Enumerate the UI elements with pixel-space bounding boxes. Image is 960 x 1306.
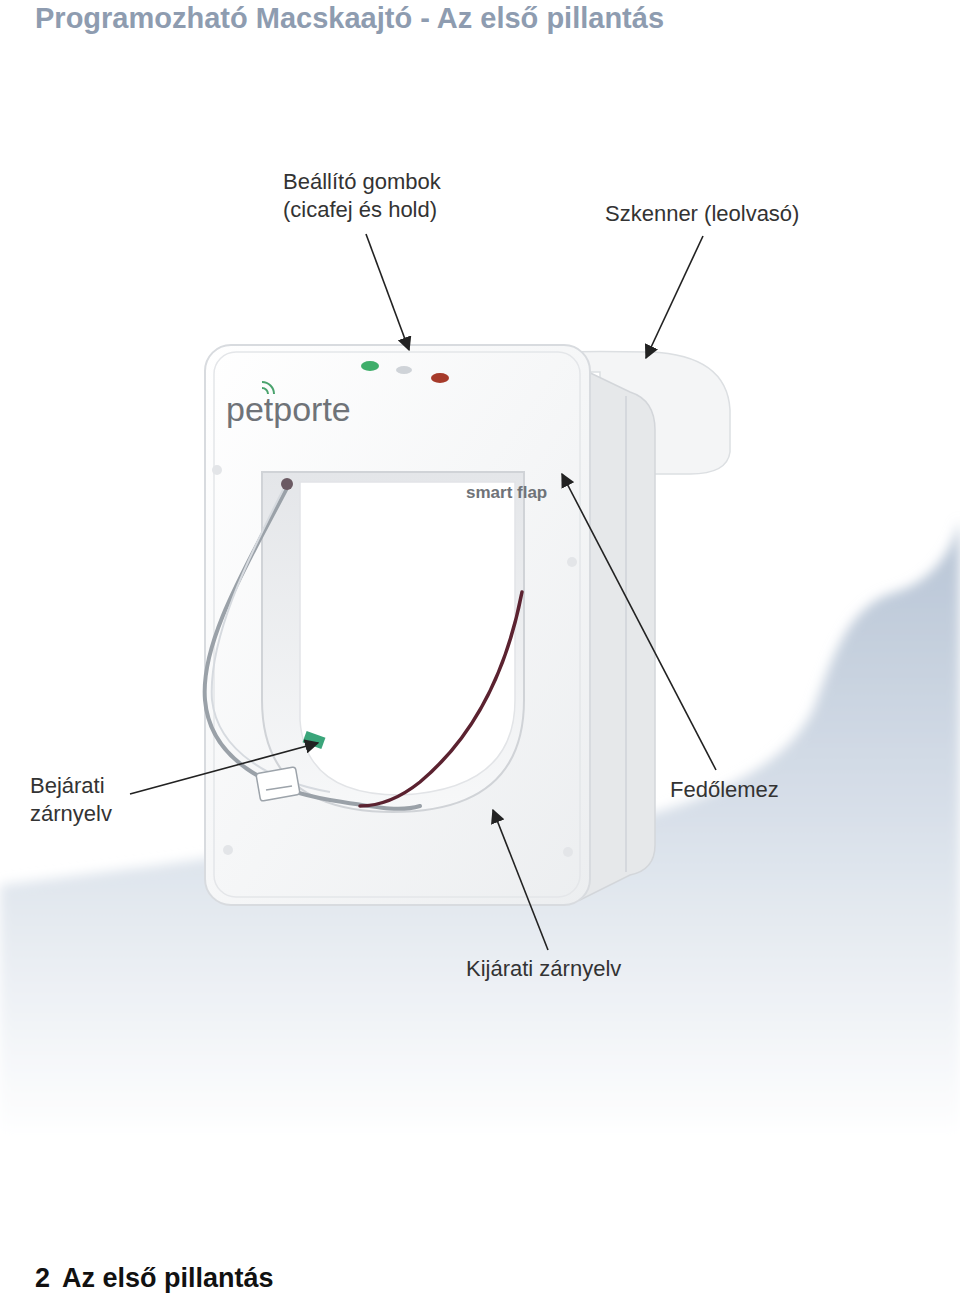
moon-button [431, 373, 449, 383]
screw [212, 465, 222, 475]
flap-edge [212, 484, 330, 792]
screw [223, 845, 233, 855]
leader-line [562, 474, 716, 770]
frame [205, 345, 590, 905]
callout-label: Bejárati zárnyelv [30, 772, 145, 827]
callout-label: Kijárati zárnyelv [466, 955, 621, 983]
leader-line [130, 743, 318, 794]
screw [567, 557, 577, 567]
product-logo: smart flap [466, 482, 547, 503]
cover-plate [214, 352, 580, 897]
leader-line [646, 236, 703, 358]
brand-logo: petporte [226, 388, 351, 431]
leader-line [493, 810, 548, 950]
callout-label: Beállító gombok (cicafej és hold) [283, 168, 483, 223]
leader-line [366, 234, 409, 350]
callout-label: Fedőlemez [670, 776, 779, 804]
opening-inner [300, 482, 515, 795]
latch-housing [256, 767, 300, 802]
cat-button [361, 361, 379, 371]
flap [205, 482, 420, 809]
frame-side [580, 368, 655, 900]
flap-hinge [281, 478, 293, 490]
footer-text: Az első pillantás [62, 1262, 274, 1296]
page-title: Programozható Macskaajtó - Az első pilla… [35, 0, 664, 36]
opening [262, 472, 524, 812]
frame-edge [625, 396, 627, 872]
led [396, 366, 412, 374]
page-number: 2 [35, 1262, 50, 1296]
screw [563, 847, 573, 857]
callout-label: Szkenner (leolvasó) [605, 200, 799, 228]
latch-slot [266, 786, 292, 790]
exit-latch [360, 592, 522, 806]
